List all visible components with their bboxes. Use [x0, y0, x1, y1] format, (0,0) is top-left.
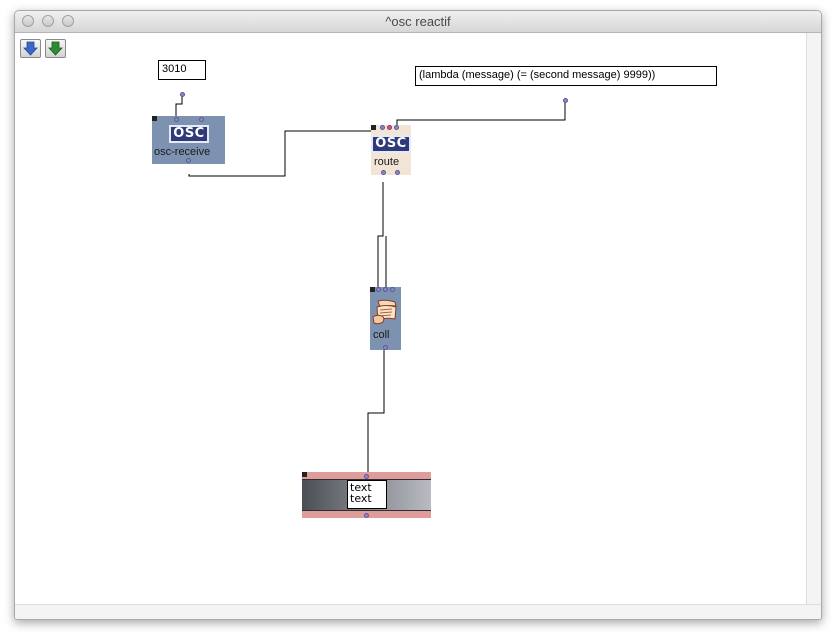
- coll-inlet-3[interactable]: [390, 287, 395, 292]
- text-display-outlet[interactable]: [364, 513, 369, 518]
- coll-label: coll: [373, 329, 390, 341]
- text-display-inlet[interactable]: [364, 474, 369, 479]
- horizontal-scrollbar[interactable]: [15, 604, 821, 619]
- move-forward-button[interactable]: [45, 39, 66, 58]
- route-inlet-2[interactable]: [387, 125, 392, 130]
- text-display-line-2: text: [350, 492, 372, 505]
- lambda-expression-box[interactable]: (lambda (message) (= (second message) 99…: [415, 66, 717, 86]
- box-corner-handle[interactable]: [152, 116, 157, 121]
- zoom-window-button[interactable]: [62, 15, 74, 27]
- box-corner-handle[interactable]: [302, 472, 307, 477]
- route-label: route: [374, 156, 400, 168]
- title-bar[interactable]: ^osc reactif: [15, 11, 821, 33]
- box-corner-handle[interactable]: [371, 125, 376, 130]
- patch-canvas[interactable]: 3010 (lambda (message) (= (second messag…: [15, 33, 807, 605]
- move-down-button[interactable]: [20, 39, 41, 58]
- wire-lambda-to-route: [396, 101, 566, 137]
- coll-box[interactable]: coll: [370, 287, 401, 350]
- text-display-field[interactable]: text text: [347, 480, 387, 509]
- wire-port-to-osc-receive: [175, 94, 183, 122]
- route-outlet-2[interactable]: [395, 170, 400, 175]
- text-display-line-1: text: [350, 481, 372, 494]
- window-title: ^osc reactif: [385, 14, 451, 29]
- coll-inlet-2[interactable]: [383, 287, 388, 292]
- coll-inlet-1[interactable]: [376, 287, 381, 292]
- osc-receive-outlet[interactable]: [186, 158, 191, 163]
- osc-receive-label: osc-receive: [154, 146, 211, 158]
- route-inlet-1[interactable]: [380, 125, 385, 130]
- osc-receive-box[interactable]: OSC osc-receive: [152, 116, 225, 164]
- osc-receive-inlet-1[interactable]: [174, 117, 179, 122]
- route-outlet-1[interactable]: [381, 170, 386, 175]
- port-number-outlet[interactable]: [180, 92, 185, 97]
- connection-wires: [175, 94, 566, 474]
- patch-window: ^osc reactif 3010 (: [14, 10, 822, 620]
- vertical-scrollbar[interactable]: [806, 33, 821, 605]
- route-inlet-3[interactable]: [394, 125, 399, 130]
- green-down-arrow-icon: [48, 41, 63, 56]
- scroll-hand-icon: [372, 299, 397, 325]
- osc-receive-inlet-2[interactable]: [199, 117, 204, 122]
- box-corner-handle[interactable]: [370, 287, 375, 292]
- coll-outlet[interactable]: [383, 345, 388, 350]
- lambda-expression-text: (lambda (message) (= (second message) 99…: [419, 69, 656, 81]
- lambda-outlet[interactable]: [563, 98, 568, 103]
- minimize-window-button[interactable]: [42, 15, 54, 27]
- osc-logo-icon: OSC: [371, 135, 411, 153]
- wire-route-to-coll: [377, 182, 384, 288]
- port-number-value: 3010: [162, 63, 187, 75]
- wire-coll-to-text: [367, 350, 385, 474]
- route-box[interactable]: OSC route: [371, 125, 411, 175]
- close-window-button[interactable]: [22, 15, 34, 27]
- text-display-box[interactable]: text text: [302, 472, 431, 518]
- blue-down-arrow-icon: [23, 41, 38, 56]
- port-number-box[interactable]: 3010: [158, 60, 206, 80]
- osc-logo-icon: OSC: [169, 125, 209, 143]
